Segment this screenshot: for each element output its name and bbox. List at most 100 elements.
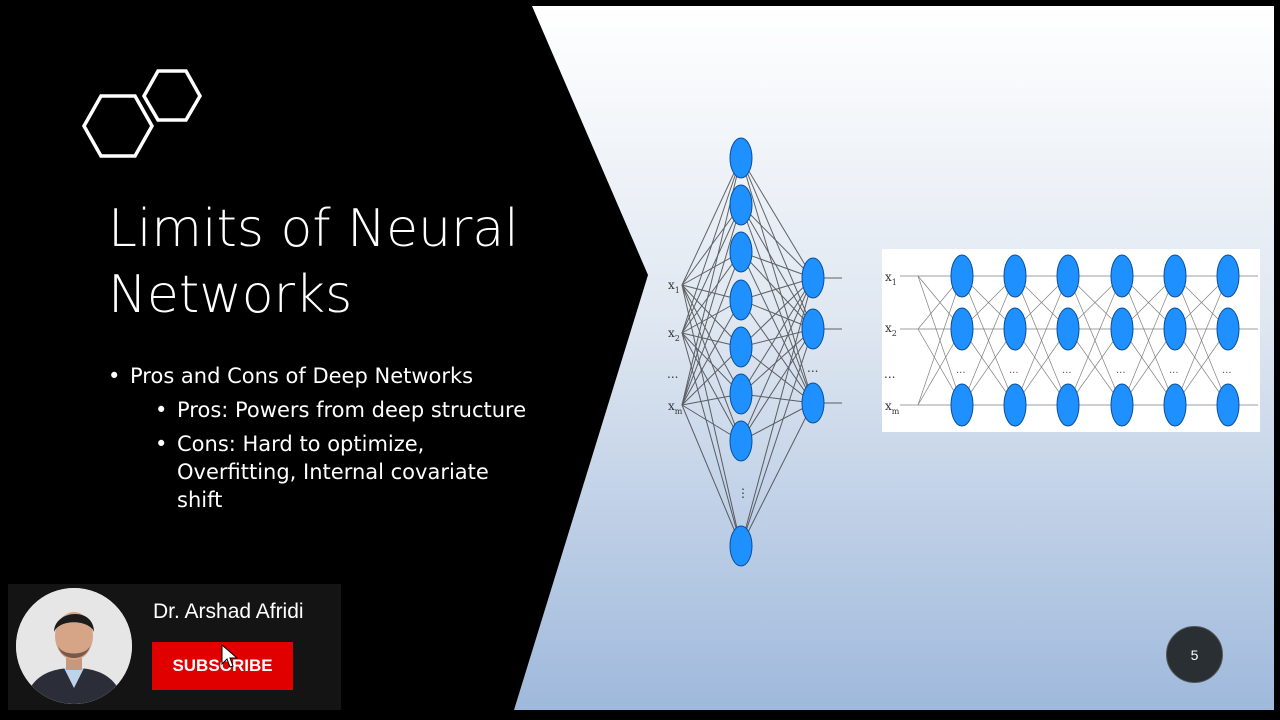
slide-title: Limits of Neural Networks	[108, 199, 519, 325]
right-layer-node	[1003, 254, 1027, 298]
left-hidden-node	[729, 184, 753, 226]
right-layer-ellipsis: ...	[1062, 365, 1072, 376]
left-edge	[740, 402, 814, 547]
bullet-cons-text: Cons: Hard to optimize, Overfitting, Int…	[177, 432, 489, 512]
right-input-x2: x2	[885, 321, 897, 338]
left-hidden-node	[729, 279, 753, 321]
left-output-ellipsis: ...	[807, 361, 818, 375]
page-number-badge: 5	[1166, 626, 1223, 683]
right-edge	[1121, 275, 1176, 406]
right-layer-ellipsis: ...	[1222, 365, 1232, 376]
left-edge	[681, 157, 742, 334]
bullet-pros-text: Pros: Powers from deep structure	[177, 398, 527, 422]
left-output-node	[801, 257, 825, 299]
left-edge	[740, 277, 814, 442]
left-output-node	[801, 382, 825, 424]
left-edge	[681, 204, 742, 406]
right-input-dots: ...	[884, 367, 895, 381]
mouse-cursor-icon	[221, 644, 238, 668]
left-edge	[740, 402, 814, 442]
left-edge	[740, 157, 814, 279]
left-edge	[740, 328, 814, 395]
right-layer-node	[1163, 383, 1187, 427]
bullet-pros: • Pros: Powers from deep structure	[155, 398, 527, 422]
right-layer-ellipsis: ...	[1169, 365, 1179, 376]
left-hidden-node	[729, 137, 753, 179]
left-hidden-node	[729, 420, 753, 462]
right-layer-node	[1110, 254, 1134, 298]
left-edge	[681, 284, 742, 547]
left-edge	[740, 277, 814, 301]
right-edge	[1067, 275, 1123, 406]
left-edge	[740, 299, 814, 404]
left-edge	[740, 277, 814, 348]
left-hidden-node	[729, 373, 753, 415]
left-edge	[740, 346, 814, 404]
left-edge	[740, 328, 814, 547]
right-input-x1: x1	[885, 270, 897, 287]
left-edge	[681, 299, 742, 406]
left-hidden-node	[729, 525, 753, 567]
left-hidden-node	[729, 326, 753, 368]
right-edge	[961, 275, 1016, 406]
left-hidden-node	[729, 231, 753, 273]
right-layer-node	[950, 307, 974, 351]
left-edge	[681, 251, 742, 406]
right-layer-ellipsis: ...	[1116, 365, 1126, 376]
left-edge	[681, 157, 742, 286]
right-layer-node	[1003, 307, 1027, 351]
left-edge	[740, 204, 814, 330]
right-layer-node	[1056, 307, 1080, 351]
left-edge	[740, 204, 814, 404]
bullet-cons: • Cons: Hard to optimize, Overfitting, I…	[155, 432, 489, 512]
presenter-photo	[16, 588, 132, 704]
left-hidden-ellipsis: ⋮	[737, 486, 749, 500]
left-edge	[740, 157, 814, 404]
right-layer-node	[1110, 383, 1134, 427]
hexagon-logo-icon	[81, 69, 203, 158]
channel-name: Dr. Arshad Afridi	[153, 600, 304, 623]
left-input-dots: ...	[667, 367, 678, 381]
right-layer-node	[950, 254, 974, 298]
right-input-xm: xm	[885, 399, 900, 416]
left-input-x2: x2	[668, 326, 680, 343]
left-edge	[740, 328, 814, 442]
left-edge	[740, 277, 814, 547]
right-layer-node	[1056, 254, 1080, 298]
right-layer-node	[1216, 254, 1240, 298]
left-edge	[681, 251, 742, 334]
left-edge	[740, 251, 814, 330]
left-edge	[681, 332, 742, 442]
right-edge	[1014, 275, 1069, 406]
left-edge	[740, 328, 814, 348]
bullet-main: Pros and Cons of Deep Networks	[108, 362, 528, 390]
presenter-avatar	[16, 588, 132, 704]
right-edge	[917, 275, 963, 406]
bullet-list: Pros and Cons of Deep Networks • Pros: P…	[108, 362, 528, 514]
left-output-node	[801, 308, 825, 350]
left-input-x1: x1	[668, 278, 680, 295]
right-layer-node	[1163, 254, 1187, 298]
left-edge	[740, 393, 814, 404]
left-edge	[681, 404, 742, 547]
right-layer-ellipsis: ...	[956, 365, 966, 376]
right-layer-node	[1110, 307, 1134, 351]
left-edge	[740, 251, 814, 279]
right-layer-node	[1163, 307, 1187, 351]
right-layer-node	[1216, 307, 1240, 351]
left-edge	[740, 251, 814, 404]
right-edge	[1174, 275, 1229, 406]
left-edge	[740, 204, 814, 279]
right-layer-ellipsis: ...	[1009, 365, 1019, 376]
left-edge	[740, 277, 814, 395]
left-edge	[740, 157, 814, 330]
right-layer-node	[1056, 383, 1080, 427]
left-input-xm: xm	[668, 399, 683, 416]
right-layer-node	[1216, 383, 1240, 427]
right-layer-node	[950, 383, 974, 427]
right-layer-node	[1003, 383, 1027, 427]
left-edge	[681, 204, 742, 334]
